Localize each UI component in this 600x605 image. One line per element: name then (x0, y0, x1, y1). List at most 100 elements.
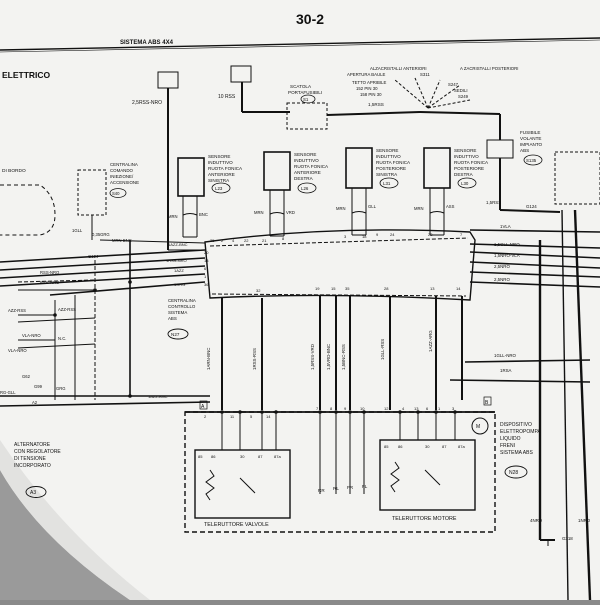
rm-pin-3: 30 (425, 444, 430, 449)
ecu-lw-5: 1AZZ-BNC (148, 394, 168, 399)
aux-label-2: APERTURA BAULE (347, 72, 386, 77)
fusibile-label-3: IMPIANTO (520, 142, 543, 147)
sensor1-l2: INDUTTIVO (208, 160, 233, 165)
s1-wire-b: BNC (199, 212, 208, 217)
rss-10-label: 10 RSS (218, 94, 236, 100)
sensor4-tag: L30 (461, 181, 469, 186)
scatola-label-1: SCATOLA (290, 84, 312, 89)
mod-pin-12: 10 (360, 406, 365, 411)
ecu-tp-6: 8 (282, 236, 285, 241)
mod-pin-6: 4 (402, 406, 405, 411)
rm-pin-1: 85 (384, 444, 389, 449)
vwire-1: 1ARN-BNC (206, 348, 211, 370)
mod-pin-13: 1 (438, 406, 441, 411)
ecu-lp-3: 6 (204, 266, 207, 271)
sensor3-l4: POSTERIORE (376, 166, 406, 171)
mod-pin-7: 13 (414, 406, 419, 411)
left-wire-11: G62 (22, 374, 31, 379)
mod-pin-5: 12 (384, 406, 389, 411)
box-b-label: B (485, 400, 489, 406)
aux-label-3: A ZACRISTALLI POSTERIORI (460, 66, 518, 71)
centralina-comando-l3: INIEZIONE/ (110, 174, 134, 179)
sensor2-tag: L26 (301, 186, 309, 191)
system-title: SISTEMA ABS 4X4 (120, 40, 174, 46)
ecu-tp-12: 7 (460, 232, 463, 237)
s1-wire-a: MRN (168, 214, 178, 219)
sensor3-tag: L31 (383, 181, 391, 186)
alternatore-l3: DI TENSIONE (14, 456, 47, 462)
motor-symbol (471, 417, 489, 435)
s4-wire-a: MRN (414, 206, 424, 211)
rm-pin-4: 87 (442, 444, 447, 449)
ecu-lp-4: 1 (204, 274, 207, 279)
rv-pin-3: 30 (240, 454, 245, 459)
ecu-tp-4: 22 (244, 238, 249, 243)
sensor1-l3: RUOTA FONICA (208, 166, 243, 171)
pump-l4: FRENI (500, 443, 515, 449)
mod-pin-14: 3 (452, 406, 455, 411)
vwire-5: 1,5BNC-RSS (341, 344, 346, 370)
ecu-body (204, 229, 476, 301)
aux-label-10: S249 (458, 94, 469, 99)
right-label-3: 1,5NRO-VLA (494, 253, 520, 258)
vwire-6: 1GLL-RSS (380, 339, 385, 360)
scatola-tag: S1 (303, 97, 309, 102)
right-connector-box (554, 151, 600, 205)
ecu-bp-4: 35 (345, 286, 350, 291)
paper-curl-shadow (0, 470, 130, 600)
pump-l1: DISPOSITIVO (500, 422, 532, 428)
ecu-bp-2: 19 (315, 286, 320, 291)
pump-tag: N28 (509, 470, 518, 476)
sensor2-l3: RUOTA FONICA (294, 164, 329, 169)
aux-label-4: TETTO APRIBILE (352, 80, 386, 85)
sensor2-l5: DESTRA (294, 176, 314, 181)
mod-pin-8: 6 (426, 406, 429, 411)
ecu-bp-3: 15 (331, 286, 336, 291)
left-wire-13: N.C. (58, 336, 66, 341)
box-a-label: A (201, 404, 205, 410)
relay-valves-label: TELERUTTORE VALVOLE (204, 522, 269, 528)
ecu-bp-5: 28 (384, 286, 389, 291)
sensor4-l3: RUOTA FONICA (454, 160, 489, 165)
ecu-bp-6: 13 (430, 286, 435, 291)
sensor1-l5: SINISTRA (208, 178, 230, 183)
sensor1-tag: L23 (215, 186, 223, 191)
ecu-lp-5: 36 (204, 282, 209, 287)
alternatore-tag: A3 (30, 490, 36, 496)
s2-wire-b: VRD (286, 210, 295, 215)
pump-l2: ELETTROPOMPA (500, 429, 541, 435)
sensor3-l1: SENSORE (376, 148, 398, 153)
centralina-comando-l2: COMANDO (110, 168, 134, 173)
sensor3-l5: SINISTRA (376, 172, 398, 177)
ecu-bp-7: 14 (456, 286, 461, 291)
aux-label-8: 158 PIN 30 (360, 92, 382, 97)
alternatore-l2: CON REGOLATORE (14, 449, 61, 455)
sensor-box-1 (177, 157, 205, 197)
sensor2-l4: ANTERIORE (294, 170, 321, 175)
sensor4-l5: DESTRA (454, 172, 474, 177)
left-wire-8: AZZ-RSS (58, 307, 76, 312)
aux-label-5: S311 (420, 72, 430, 77)
scatola-label-2: PORTAFUSIBILI (288, 90, 322, 95)
aux-label-7: S247 (448, 82, 459, 87)
alternatore-l1: ALTERNATORE (14, 442, 51, 448)
page-number: 30-2 (296, 11, 324, 27)
sensor4-l2: INDUTTIVO (454, 154, 479, 159)
sensor-box-2 (263, 151, 291, 191)
rm-pin-5: 87a (458, 444, 465, 449)
ecu-label-2: CONTROLLO (168, 304, 196, 309)
sensor1-l4: ANTERIORE (208, 172, 235, 177)
sensor4-l1: SENSORE (454, 148, 476, 153)
sensor-box-3 (345, 147, 373, 189)
right-label-2: 1,5GLL-NRO (494, 242, 520, 247)
rm-pin-2: 86 (398, 444, 403, 449)
ecu-lp-1: 20 (204, 250, 209, 255)
ecu-tp-5: 21 (262, 238, 267, 243)
ecu-label-3: SISTEMA (168, 310, 187, 315)
left-wire-2: 0,35GRG (92, 232, 110, 237)
right-label-11: 1NRO (578, 518, 591, 523)
rv-pin-5: 87a (274, 454, 281, 459)
mod-pin-4: 14 (266, 414, 271, 419)
sensor3-l3: RUOTA FONICA (376, 160, 411, 165)
s3-wire-b: GLL (368, 204, 377, 209)
